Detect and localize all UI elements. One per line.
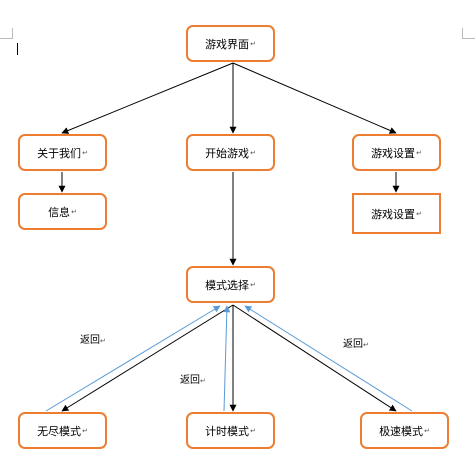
edge-game-ui-to-about-us (61, 62, 234, 134)
node-info: 信息↵ (18, 193, 107, 230)
node-game-ui: 游戏界面↵ (186, 25, 275, 62)
node-about-us: 关于我们↵ (18, 134, 107, 171)
node-mode-select: 模式选择↵ (186, 266, 275, 303)
node-endless-mode: 无尽模式↵ (18, 412, 107, 449)
return-edge-speed (244, 305, 413, 412)
edge-mode-select-to-endless (61, 304, 234, 412)
node-game-settings: 游戏设置↵ (352, 134, 441, 171)
page-corner-mark-left (0, 28, 13, 39)
edge-mode-select-to-speed (232, 304, 397, 412)
node-timed-mode: 计时模式↵ (186, 412, 275, 449)
node-speed-mode: 极速模式↵ (360, 412, 449, 449)
node-game-settings-sub: 游戏设置↵ (352, 193, 441, 234)
node-start-game: 开始游戏↵ (186, 134, 275, 171)
return-label-left: 返回↵ (80, 335, 106, 346)
text-cursor (17, 43, 18, 55)
return-label-right: 返回↵ (343, 339, 369, 350)
return-edge-timed (223, 305, 231, 412)
edge-game-ui-to-game-settings (232, 62, 397, 134)
return-label-middle: 返回↵ (180, 375, 206, 386)
page-corner-mark-right (462, 28, 475, 39)
return-edge-endless (45, 305, 221, 412)
